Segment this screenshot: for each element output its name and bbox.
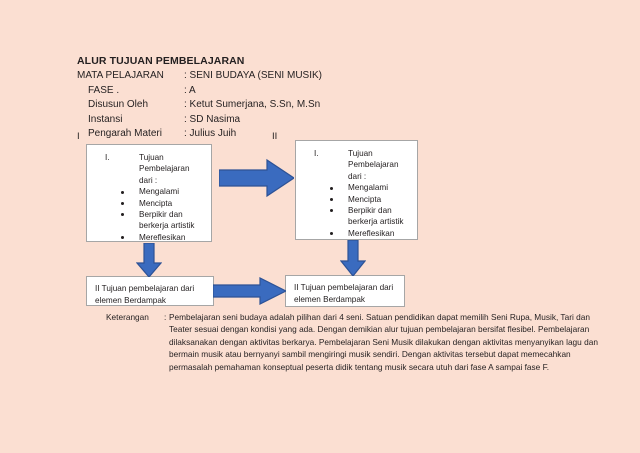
flow-box-bottom-left-text: II Tujuan pembelajaran dari elemen Berda…: [95, 284, 195, 305]
flow-box-top-left-list: Mengalami Mencipta Berpikir dan berkerja…: [93, 186, 205, 243]
flow-box-bottom-right-text: II Tujuan pembelajaran dari elemen Berda…: [294, 283, 394, 304]
flow-box-top-left-content: I. Tujuan Pembelajaran dari : Mengalami …: [87, 145, 211, 243]
list-item: Mencipta: [330, 194, 411, 205]
flow-box-top-left: I. Tujuan Pembelajaran dari : Mengalami …: [86, 144, 212, 242]
flow-box-top-right-list: Mengalami Mencipta Berpikir dan berkerja…: [302, 182, 411, 239]
arrow-down-icon: [339, 239, 367, 277]
keterangan-body: Pembelajaran seni budaya adalah pilihan …: [169, 311, 598, 373]
meta-value-institution: : SD Nasima: [184, 113, 241, 125]
flow-box-top-right: I. Tujuan Pembelajaran dari : Mengalami …: [295, 140, 418, 240]
flow-box-top-left-heading: I. Tujuan Pembelajaran dari :: [93, 152, 205, 186]
flow-box-bottom-right: II Tujuan pembelajaran dari elemen Berda…: [285, 275, 405, 307]
keterangan-block: Keterangan : Pembelajaran seni budaya ad…: [106, 311, 598, 373]
list-item: Mengalami: [121, 186, 205, 197]
arrow-down-icon: [135, 242, 163, 278]
keterangan-paragraph: Pembelajaran seni budaya adalah pilihan …: [169, 312, 598, 372]
flow-box-top-right-heading-text: Tujuan Pembelajaran dari :: [348, 149, 399, 181]
flow-box-top-right-content: I. Tujuan Pembelajaran dari : Mengalami …: [296, 141, 417, 239]
flow-box-top-right-number: I.: [314, 149, 319, 158]
keterangan-label: Keterangan: [106, 312, 149, 322]
meta-value-phase: : A: [184, 84, 196, 96]
flow-box-top-right-heading: I. Tujuan Pembelajaran dari :: [302, 148, 411, 182]
list-item: Mereflesikan: [121, 232, 205, 243]
list-item: Mencipta: [121, 198, 205, 209]
meta-value-subject: : SENI BUDAYA (SENI MUSIK): [184, 70, 322, 81]
stage-numeral-two: II: [272, 131, 278, 142]
list-item: Mereflesikan: [330, 228, 411, 239]
meta-value-supervisor: : Julius Juih: [184, 128, 237, 139]
meta-label-subject: MATA PELAJARAN: [77, 70, 164, 81]
list-item: Berpikir dan berkerja artistik: [121, 209, 205, 232]
arrow-right-icon: [212, 277, 288, 305]
meta-row-phase: FASE . : A: [77, 84, 497, 99]
page-title: ALUR TUJUAN PEMBELAJARAN: [77, 55, 245, 67]
list-item: Mengalami: [330, 182, 411, 193]
meta-row-subject: MATA PELAJARAN : SENI BUDAYA (SENI MUSIK…: [77, 69, 497, 84]
stage-numeral-one: I: [77, 131, 80, 142]
meta-label-phase: FASE .: [88, 84, 120, 96]
flow-box-top-left-heading-text: Tujuan Pembelajaran dari :: [139, 153, 190, 185]
meta-row-supervisor: Pengarah Materi : Julius Juih: [77, 127, 497, 142]
meta-label-institution: Instansi: [88, 113, 123, 125]
meta-row-author: Disusun Oleh : Ketut Sumerjana, S.Sn, M.…: [77, 98, 497, 113]
meta-label-author: Disusun Oleh: [88, 99, 149, 110]
flow-box-top-left-number: I.: [105, 153, 110, 162]
meta-row-institution: Instansi : SD Nasima: [77, 113, 497, 128]
flow-box-bottom-left: II Tujuan pembelajaran dari elemen Berda…: [86, 276, 214, 306]
meta-value-author: : Ketut Sumerjana, S.Sn, M.Sn: [184, 99, 321, 110]
arrow-right-icon: [218, 158, 296, 198]
keterangan-colon: :: [164, 312, 167, 322]
list-item: Berpikir dan berkerja artistik: [330, 205, 411, 228]
meta-label-supervisor: Pengarah Materi: [88, 128, 162, 139]
document-header: ALUR TUJUAN PEMBELAJARAN MATA PELAJARAN …: [77, 54, 497, 142]
